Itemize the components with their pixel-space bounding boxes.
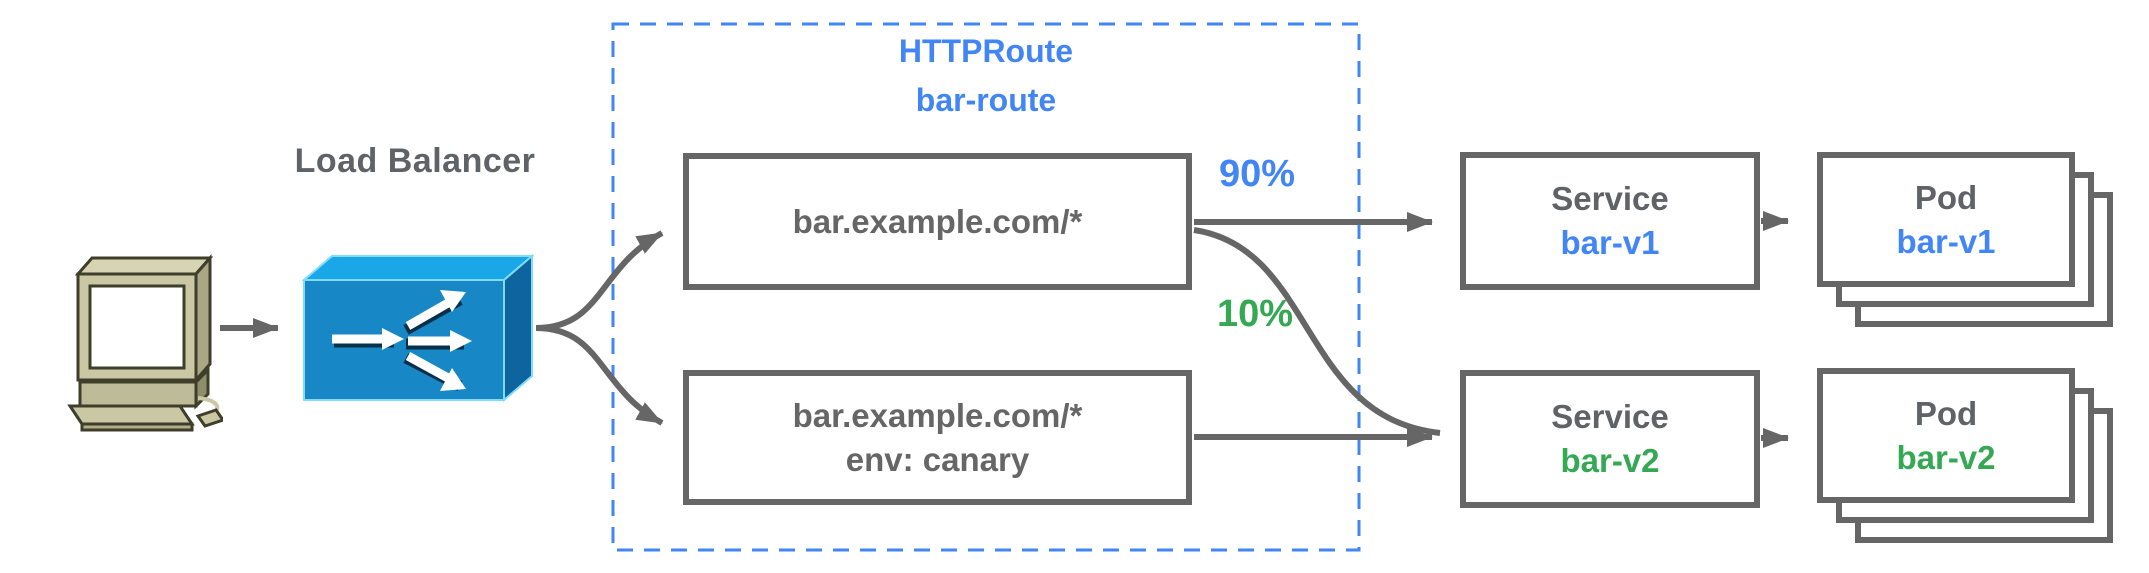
load-balancer-label: Load Balancer xyxy=(294,141,536,180)
rule2-header-match: env: canary xyxy=(845,440,1030,478)
pod-bar-v1-stack: Pod bar-v1 xyxy=(1817,152,2117,332)
service-v2-name: bar-v2 xyxy=(1560,442,1660,479)
pod-bar-v2-stack: Pod bar-v2 xyxy=(1817,368,2117,548)
rule2-match: bar.example.com/* xyxy=(792,396,1083,434)
traffic-weight-10: 10% xyxy=(1216,292,1294,335)
load-balancer-icon xyxy=(301,252,535,404)
httproute-name: bar-route xyxy=(915,82,1057,118)
lb-to-rule1-arrow xyxy=(535,230,664,331)
traffic-weight-90: 90% xyxy=(1218,152,1296,195)
rule1-match: bar.example.com/* xyxy=(792,202,1083,240)
pod-v2-name: bar-v2 xyxy=(1896,438,1996,476)
route-rule-box-2: bar.example.com/* env: canary xyxy=(683,370,1192,505)
lb-to-rule2-arrow xyxy=(535,325,664,426)
httproute-kind: HTTPRoute xyxy=(898,33,1074,69)
pod-v1-kind: Pod xyxy=(1914,178,1978,216)
route-rule-box-1: bar.example.com/* xyxy=(683,153,1192,290)
service-v1-name: bar-v1 xyxy=(1560,224,1660,261)
client-computer-icon xyxy=(48,248,226,438)
pod-v2-kind: Pod xyxy=(1914,394,1978,432)
service-v1-kind: Service xyxy=(1551,180,1669,217)
service-bar-v1-box: Service bar-v1 xyxy=(1460,152,1760,290)
rule1-to-service-v2-curve xyxy=(1193,227,1441,436)
pod-card-front: Pod bar-v2 xyxy=(1817,368,2075,503)
pod-v1-name: bar-v1 xyxy=(1896,222,1996,260)
httproute-group-title: HTTPRoute bar-route xyxy=(613,26,1359,126)
pod-card-front: Pod bar-v1 xyxy=(1817,152,2075,287)
service-v2-kind: Service xyxy=(1551,398,1669,435)
httproute-group-border xyxy=(611,22,1361,552)
service-bar-v2-box: Service bar-v2 xyxy=(1460,370,1760,508)
